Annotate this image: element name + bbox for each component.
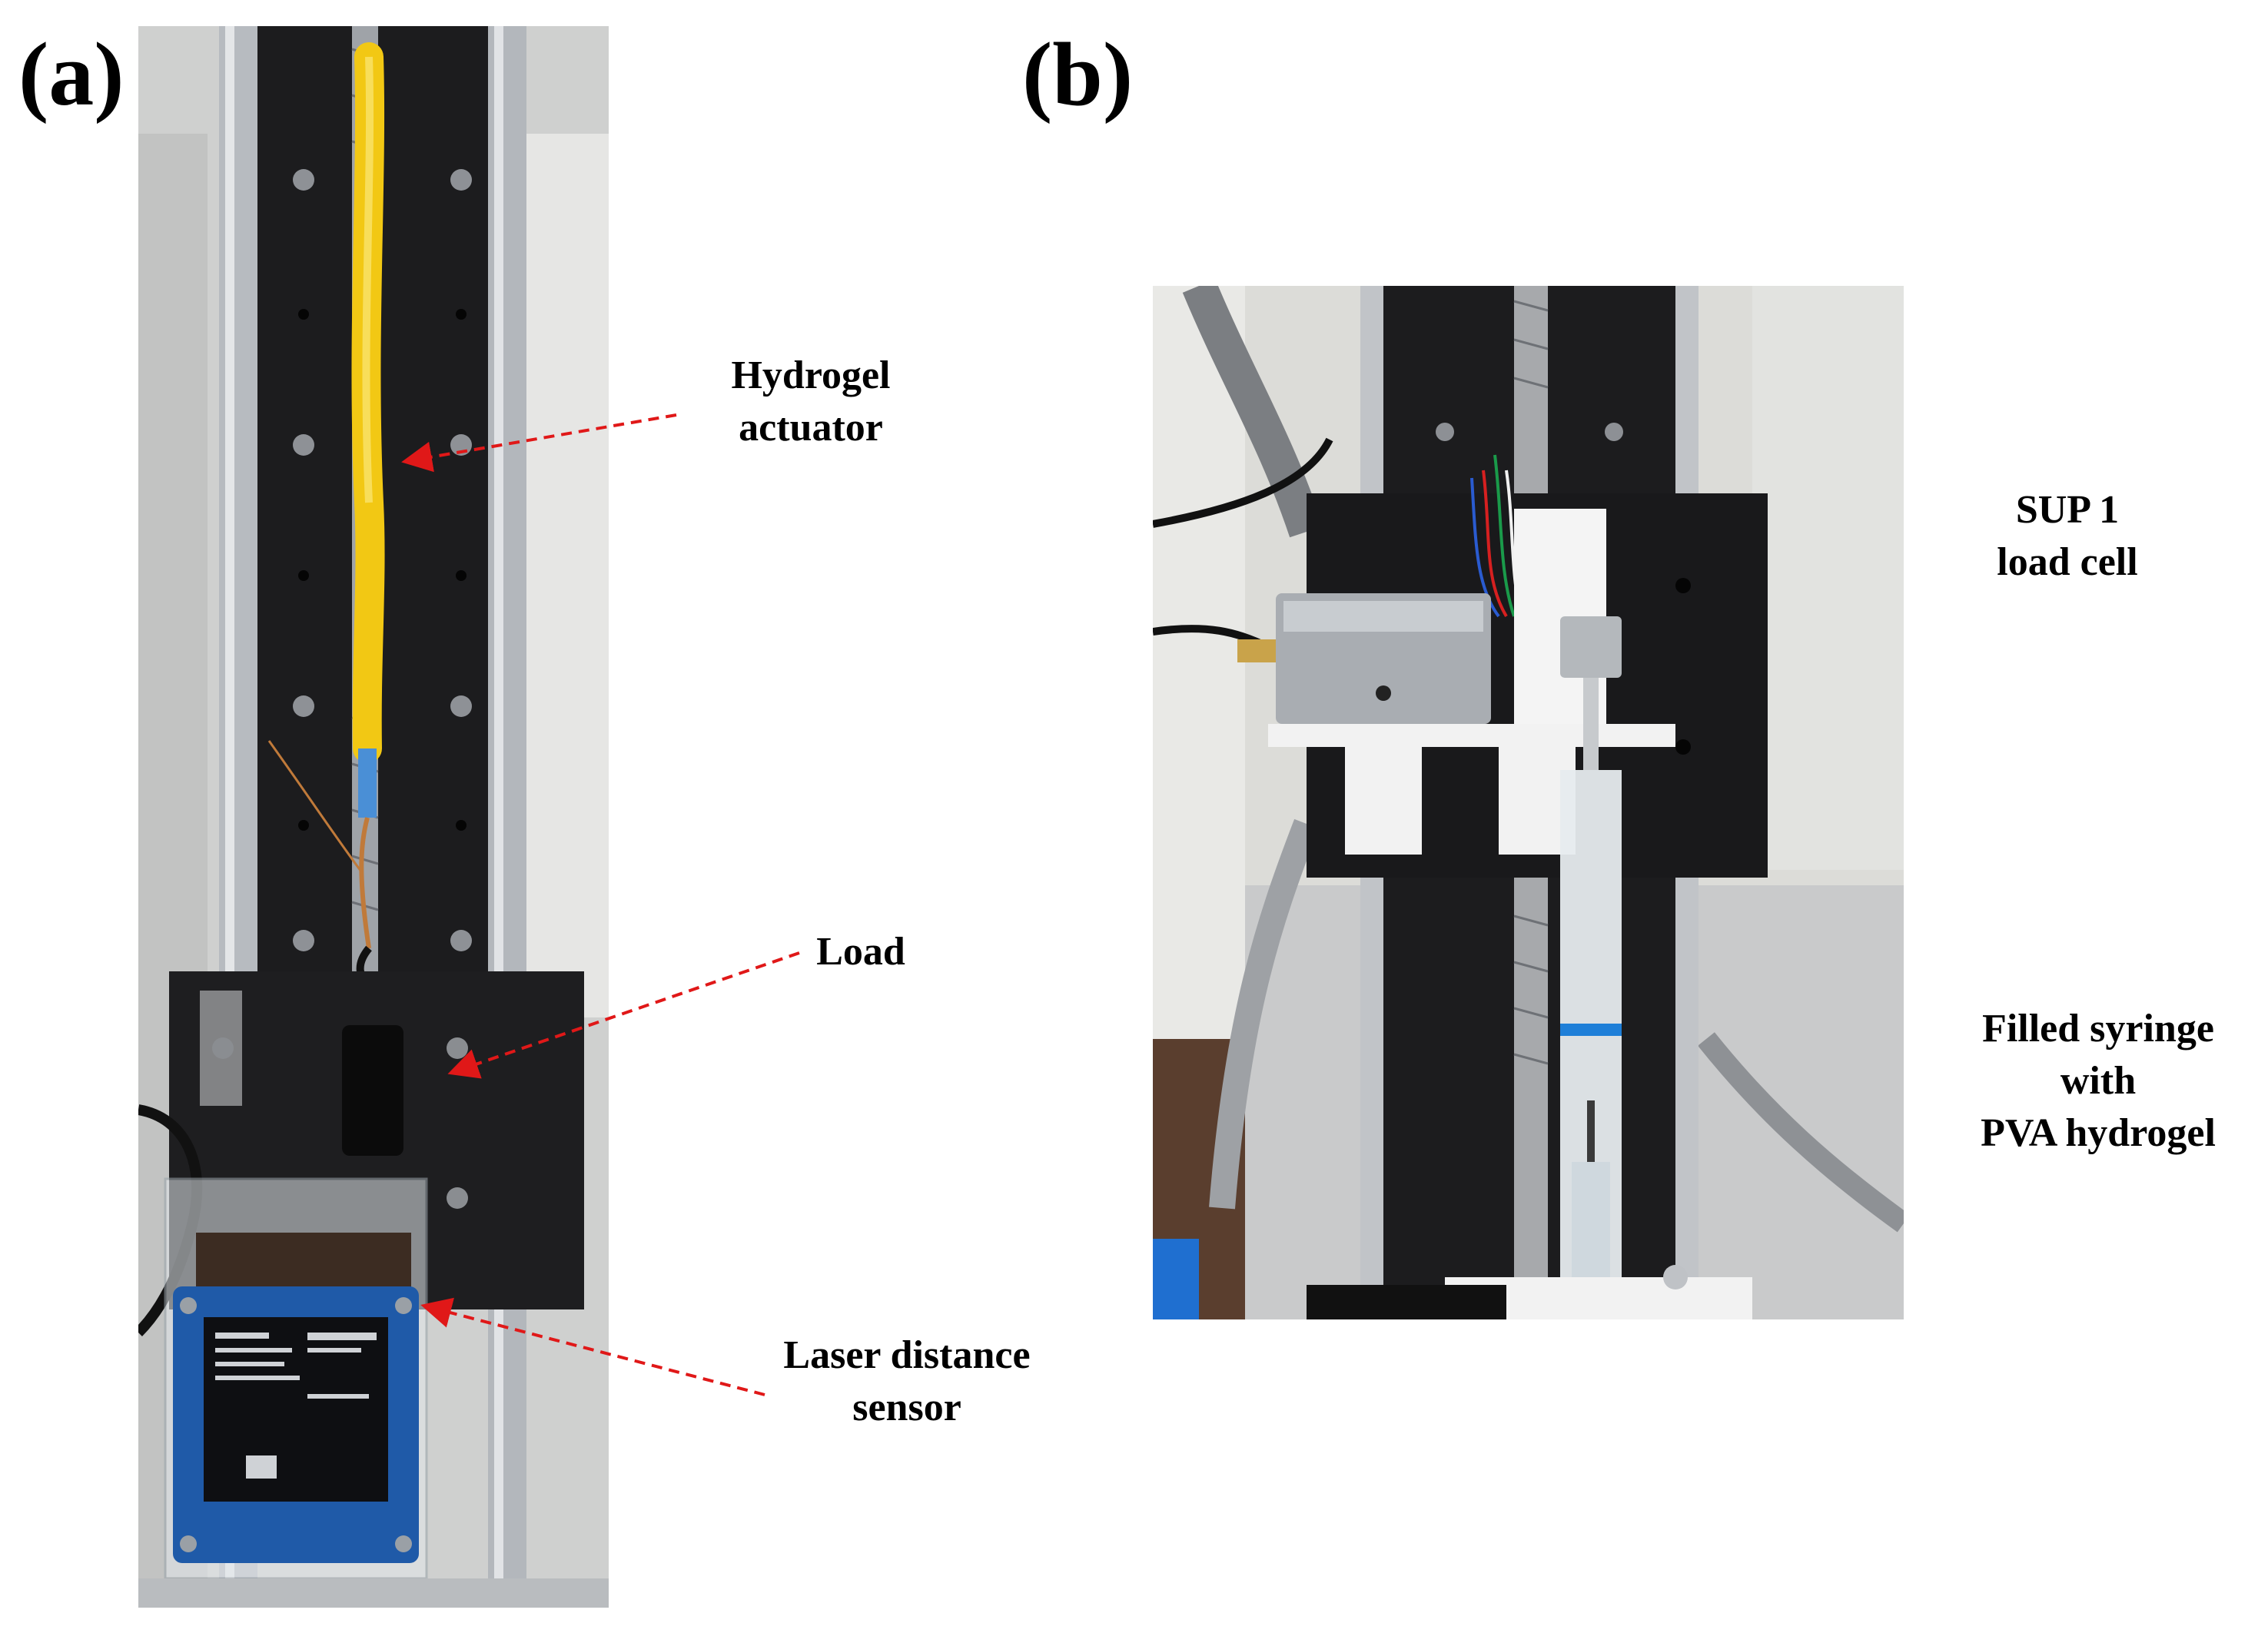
- caption-line: Load: [816, 930, 905, 974]
- caption-line: SUP 1: [2015, 488, 2120, 532]
- caption-filled-syringe: Filled syringe with PVA hydrogel: [1937, 1003, 2260, 1160]
- caption-line: PVA hydrogel: [1981, 1111, 2216, 1155]
- caption-load-cell: SUP 1 load cell: [1952, 484, 2183, 589]
- caption-line: sensor: [852, 1386, 961, 1429]
- photo-test-rig: [138, 26, 609, 1608]
- photo-load-cell-syringe: [1153, 286, 1904, 1319]
- caption-hydrogel-actuator: Hydrogel actuator: [676, 350, 945, 454]
- panel-label-a: (a): [18, 24, 125, 124]
- caption-line: Hydrogel: [731, 353, 891, 397]
- caption-line: Laser distance: [783, 1333, 1031, 1377]
- caption-load: Load: [769, 926, 953, 978]
- caption-line: actuator: [739, 406, 883, 450]
- caption-line: with: [2060, 1059, 2137, 1103]
- caption-line: Filled syringe: [1982, 1007, 2214, 1050]
- panel-label-b: (b): [1022, 24, 1134, 124]
- caption-laser-distance-sensor: Laser distance sensor: [745, 1329, 1068, 1434]
- caption-line: load cell: [1997, 540, 2138, 584]
